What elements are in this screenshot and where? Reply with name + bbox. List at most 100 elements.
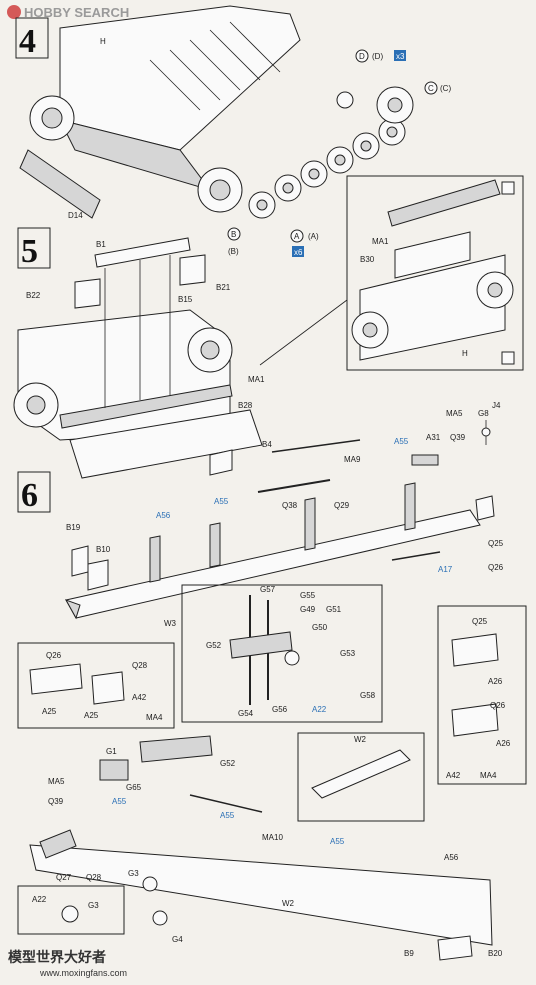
step-5: 5 B1 B21 B22 B15 MA1 B28 B4 xyxy=(13,175,524,479)
label-a22: A22 xyxy=(312,705,327,714)
box-g1 xyxy=(99,759,129,781)
label-g58: G58 xyxy=(360,691,376,700)
left-detail-inset xyxy=(17,642,175,729)
label-q27: Q27 xyxy=(56,873,72,882)
label-q26-right: Q26 xyxy=(490,701,506,710)
step-6-badge xyxy=(17,471,51,513)
label-a56: A56 xyxy=(156,511,171,520)
label-q28-left: Q28 xyxy=(132,661,148,670)
g3-detail-inset xyxy=(17,885,125,935)
label-ma5: MA5 xyxy=(446,409,463,418)
label-a42-right: A42 xyxy=(446,771,461,780)
label-g50: G50 xyxy=(312,623,328,632)
label-a55-lower-3: A55 xyxy=(330,837,345,846)
inset-fender-ma1 xyxy=(387,179,501,227)
label-b15: B15 xyxy=(178,295,193,304)
label-a26-right: A26 xyxy=(488,677,503,686)
step-4-badge xyxy=(15,17,49,59)
label-q29: Q29 xyxy=(334,501,350,510)
plate-b22 xyxy=(74,278,101,309)
footer-watermark: 模型世界大好者 www.moxingfans.com xyxy=(8,949,127,978)
label-ma1: MA1 xyxy=(248,375,265,384)
inset-label-ma1: MA1 xyxy=(372,237,389,246)
label-b9: B9 xyxy=(404,949,414,958)
brand-watermark: HOBBY SEARCH xyxy=(7,5,129,20)
callout-a-paren: (A) xyxy=(308,232,319,241)
label-a55: A55 xyxy=(394,437,409,446)
label-w2-lower: W2 xyxy=(282,899,295,908)
label-b10: B10 xyxy=(96,545,111,554)
callout-d: D xyxy=(359,52,365,61)
part-b10 xyxy=(87,559,109,591)
label-a17: A17 xyxy=(438,565,453,574)
label-a55-2: A55 xyxy=(214,497,229,506)
detail-inset-box xyxy=(346,175,524,371)
armor-plate-d14 xyxy=(19,149,101,219)
label-q26-left: Q26 xyxy=(46,651,62,660)
label-g49: G49 xyxy=(300,605,316,614)
spring-a31 xyxy=(411,454,439,466)
rod-a17 xyxy=(391,551,441,561)
label-ma5-lower: MA5 xyxy=(48,777,65,786)
label-a55-lower: A55 xyxy=(112,797,127,806)
label-g3: G3 xyxy=(128,869,139,878)
label-a22-lower: A22 xyxy=(32,895,47,904)
label-ma4-left: MA4 xyxy=(146,713,163,722)
road-arm-set xyxy=(149,21,281,111)
label-b19: B19 xyxy=(66,523,81,532)
label-b22: B22 xyxy=(26,291,41,300)
label-d14: D14 xyxy=(68,211,83,220)
part-b19 xyxy=(71,545,89,577)
label-q39-lower: Q39 xyxy=(48,797,64,806)
part-b4 xyxy=(209,449,233,476)
hull-side-part xyxy=(59,5,301,151)
label-a56-lower: A56 xyxy=(444,853,459,862)
jack-body xyxy=(229,631,293,659)
fender-strip-ma1 xyxy=(59,384,233,429)
callout-a: A xyxy=(294,232,300,241)
label-g3-inset: G3 xyxy=(88,901,99,910)
step-6: 6 J4 G8 MA5 A31 A55 Q39 MA9 Q38 xyxy=(17,401,527,961)
callout-c-paren: (C) xyxy=(440,84,451,93)
label-g57: G57 xyxy=(260,585,276,594)
label-g55: G55 xyxy=(300,591,316,600)
road-wheel-row xyxy=(248,118,406,219)
label-g1: G1 xyxy=(106,747,117,756)
inset-label-h: H xyxy=(462,349,468,358)
label-g52-lower: G52 xyxy=(220,759,236,768)
inset-part-b30 xyxy=(394,231,471,279)
footer-watermark-cn: 模型世界大好者 xyxy=(8,949,106,965)
part-q25 xyxy=(475,495,495,521)
antenna-ma9 xyxy=(271,439,361,453)
step-4: 4 H xyxy=(15,5,451,257)
return-roller xyxy=(336,91,354,109)
label-g8: G8 xyxy=(478,409,489,418)
rod-q38 xyxy=(257,479,331,493)
plate-b28 xyxy=(69,409,263,479)
label-q26: Q26 xyxy=(488,563,504,572)
label-ma4-right: MA4 xyxy=(480,771,497,780)
label-ma10: MA10 xyxy=(262,833,283,842)
label-g56: G56 xyxy=(272,705,288,714)
callout-c: C xyxy=(428,84,434,93)
label-a55-lower-2: A55 xyxy=(220,811,235,820)
glue-icon xyxy=(501,351,515,365)
w2-detail-inset xyxy=(297,732,425,822)
callout-b: B xyxy=(231,230,236,239)
g-parts-inset xyxy=(181,584,383,723)
label-q39: Q39 xyxy=(450,433,466,442)
label-b28: B28 xyxy=(238,401,253,410)
label-a42-left: A42 xyxy=(132,693,147,702)
callout-a-qty: x6 xyxy=(294,248,303,257)
label-g4: G4 xyxy=(172,935,183,944)
label-b4: B4 xyxy=(262,440,272,449)
step-6-number: 6 xyxy=(21,477,38,514)
label-h: H xyxy=(100,37,106,46)
label-g54: G54 xyxy=(238,709,254,718)
part-j4 xyxy=(481,427,491,437)
label-w2-inset: W2 xyxy=(354,735,367,744)
label-a26-right-2: A26 xyxy=(496,739,511,748)
brand-watermark-text: HOBBY SEARCH xyxy=(24,5,129,20)
plate-b1 xyxy=(94,237,191,268)
